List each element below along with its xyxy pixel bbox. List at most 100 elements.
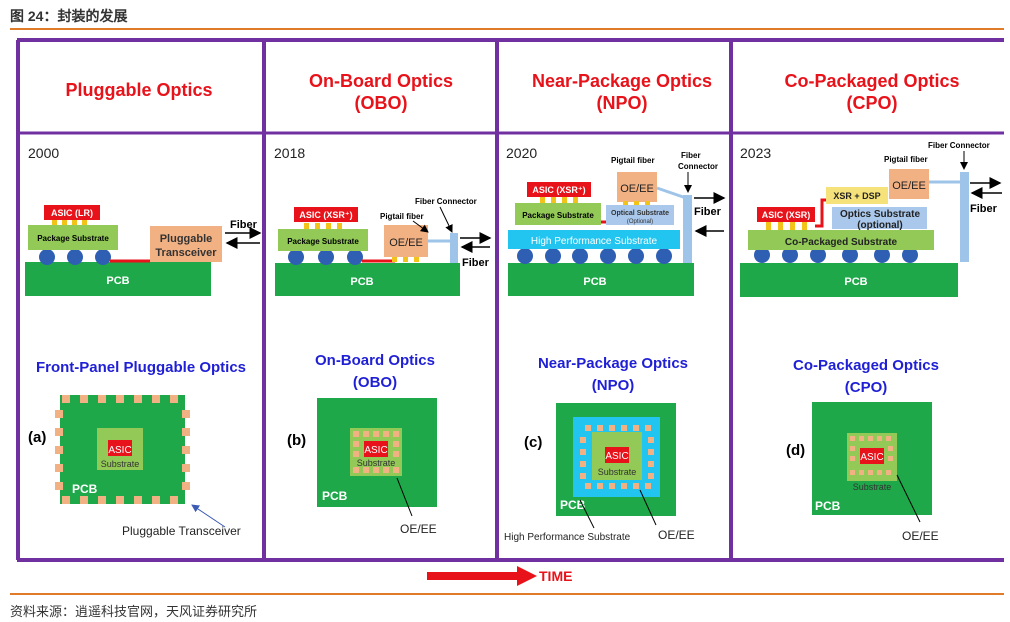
column-title: Pluggable Optics xyxy=(65,80,212,100)
bumps xyxy=(540,197,578,203)
solder-balls xyxy=(754,247,918,263)
year-label: 2018 xyxy=(274,145,305,161)
pcb-label: PCB xyxy=(583,276,606,288)
topview-asic xyxy=(108,440,132,456)
fiber-label: Fiber xyxy=(970,203,998,215)
fiber-label: Fiber xyxy=(694,206,722,218)
bottom-rule xyxy=(10,593,1004,595)
connector-label-1: Fiber xyxy=(681,151,701,160)
connector-label: Fiber Connector xyxy=(928,141,990,150)
bottom-title-abbr: (NPO) xyxy=(592,377,635,394)
topview-pcb-label: PCB xyxy=(815,499,841,513)
year-label: 2023 xyxy=(740,145,771,161)
oe-ee-label: OE/EE xyxy=(892,180,926,192)
time-arrow: TIME xyxy=(427,566,572,586)
pcb-bar xyxy=(740,263,958,297)
asic-label: ASIC (XSR⁺) xyxy=(532,185,585,195)
solder-balls xyxy=(39,249,111,265)
connector-label-2: Connector xyxy=(678,162,718,171)
panel-letter: (b) xyxy=(287,432,306,449)
oe-ee-modules xyxy=(580,425,654,489)
topview-asic xyxy=(364,441,388,457)
package-substrate xyxy=(278,229,368,251)
solder-balls xyxy=(517,248,672,264)
connector-label: Fiber Connector xyxy=(415,197,477,206)
package-substrate xyxy=(28,225,118,250)
package-substrate xyxy=(515,203,601,225)
connector-arrow xyxy=(439,206,453,233)
panel-letter: (a) xyxy=(28,429,46,446)
asic-chip xyxy=(527,182,591,197)
hps-label: High Performance Substrate xyxy=(531,236,658,247)
callout-label: OE/EE xyxy=(902,529,939,543)
column-title: Near-Package Optics xyxy=(532,71,712,91)
column-title: Co-Packaged Optics xyxy=(784,71,959,91)
callout-line xyxy=(896,474,921,523)
solder-balls xyxy=(288,249,363,265)
source-note: 资料来源：逍遥科技官网，天风证券研究所 xyxy=(10,604,258,619)
package-substrate-label: Package Substrate xyxy=(37,234,109,243)
topview-asic xyxy=(860,448,884,464)
co-packaged-substrate xyxy=(748,230,934,250)
package-substrate-label: Package Substrate xyxy=(522,211,594,220)
top-rule xyxy=(10,28,1004,30)
oe-ee-label: OE/EE xyxy=(389,237,423,249)
pcb-bar xyxy=(25,262,211,296)
column-cpo: Co-Packaged Optics (CPO) 2023 PCB Co-Pac… xyxy=(740,71,1002,543)
cps-label: Co-Packaged Substrate xyxy=(785,237,898,248)
pigtail-label: Pigtail fiber xyxy=(884,155,928,164)
column-npo: Near-Package Optics (NPO) 2020 PCB High … xyxy=(504,71,726,543)
fiber-connector xyxy=(960,172,969,262)
frame xyxy=(16,38,1004,562)
pcb-label: PCB xyxy=(106,275,129,287)
fiber-label: Fiber xyxy=(462,257,490,269)
callout2-line xyxy=(579,499,595,529)
column-title: On-Board Optics xyxy=(309,71,453,91)
callout-line xyxy=(639,489,657,526)
pigtail-arrow xyxy=(412,220,429,233)
topview-asic-label: ASIC xyxy=(364,445,387,456)
optics-substrate xyxy=(832,207,927,229)
optical-substrate xyxy=(606,205,674,225)
callout-label: OE/EE xyxy=(400,522,437,536)
asic-label: ASIC (LR) xyxy=(51,208,93,218)
bottom-title: On-Board Optics xyxy=(315,352,435,369)
topview-substrate-label: Substrate xyxy=(853,482,892,492)
pcb-bar xyxy=(508,263,694,296)
bottom-title: Near-Package Optics xyxy=(538,355,688,372)
pigtail-fiber xyxy=(656,186,687,200)
pigtail-label: Pigtail fiber xyxy=(380,212,424,221)
panel-letter: (c) xyxy=(524,434,542,451)
callout-line xyxy=(396,477,413,517)
bottom-title: Front-Panel Pluggable Optics xyxy=(36,359,246,376)
high-performance-substrate xyxy=(508,230,680,249)
bottom-title: Co-Packaged Optics xyxy=(793,357,939,374)
pluggable-transceiver-module xyxy=(150,226,222,262)
oe-bumps xyxy=(392,257,419,262)
topview-asic-label: ASIC xyxy=(860,452,883,463)
optics-substrate-label-2: (optional) xyxy=(857,220,903,231)
callout-label: OE/EE xyxy=(658,528,695,542)
bumps xyxy=(766,222,807,230)
oe-ee-modules xyxy=(850,436,893,475)
xsr-dsp-chip xyxy=(826,187,888,204)
optical-substrate-label-2: (Optional) xyxy=(627,219,653,225)
package-substrate-label: Package Substrate xyxy=(287,237,359,246)
panel-letter: (d) xyxy=(786,442,805,459)
topview-pcb-label: PCB xyxy=(72,482,98,496)
topview-substrate-label: Substrate xyxy=(598,467,637,477)
figure-caption: 图 24：封装的发展 xyxy=(10,8,128,24)
module-label-1: Pluggable xyxy=(160,233,213,245)
callout-line xyxy=(191,504,226,528)
topview-asic-label: ASIC xyxy=(605,451,628,462)
module-label-2: Transceiver xyxy=(155,247,217,259)
pcb-label: PCB xyxy=(350,276,373,288)
pcb-bar xyxy=(275,263,460,296)
pcb-label: PCB xyxy=(844,276,867,288)
oe-ee-block xyxy=(889,169,929,199)
bumps xyxy=(52,219,87,225)
fiber-connector xyxy=(450,233,458,263)
column-title-abbr: (OBO) xyxy=(355,93,408,113)
bumps xyxy=(304,223,342,229)
asic-label: ASIC (XSR⁺) xyxy=(299,210,352,220)
